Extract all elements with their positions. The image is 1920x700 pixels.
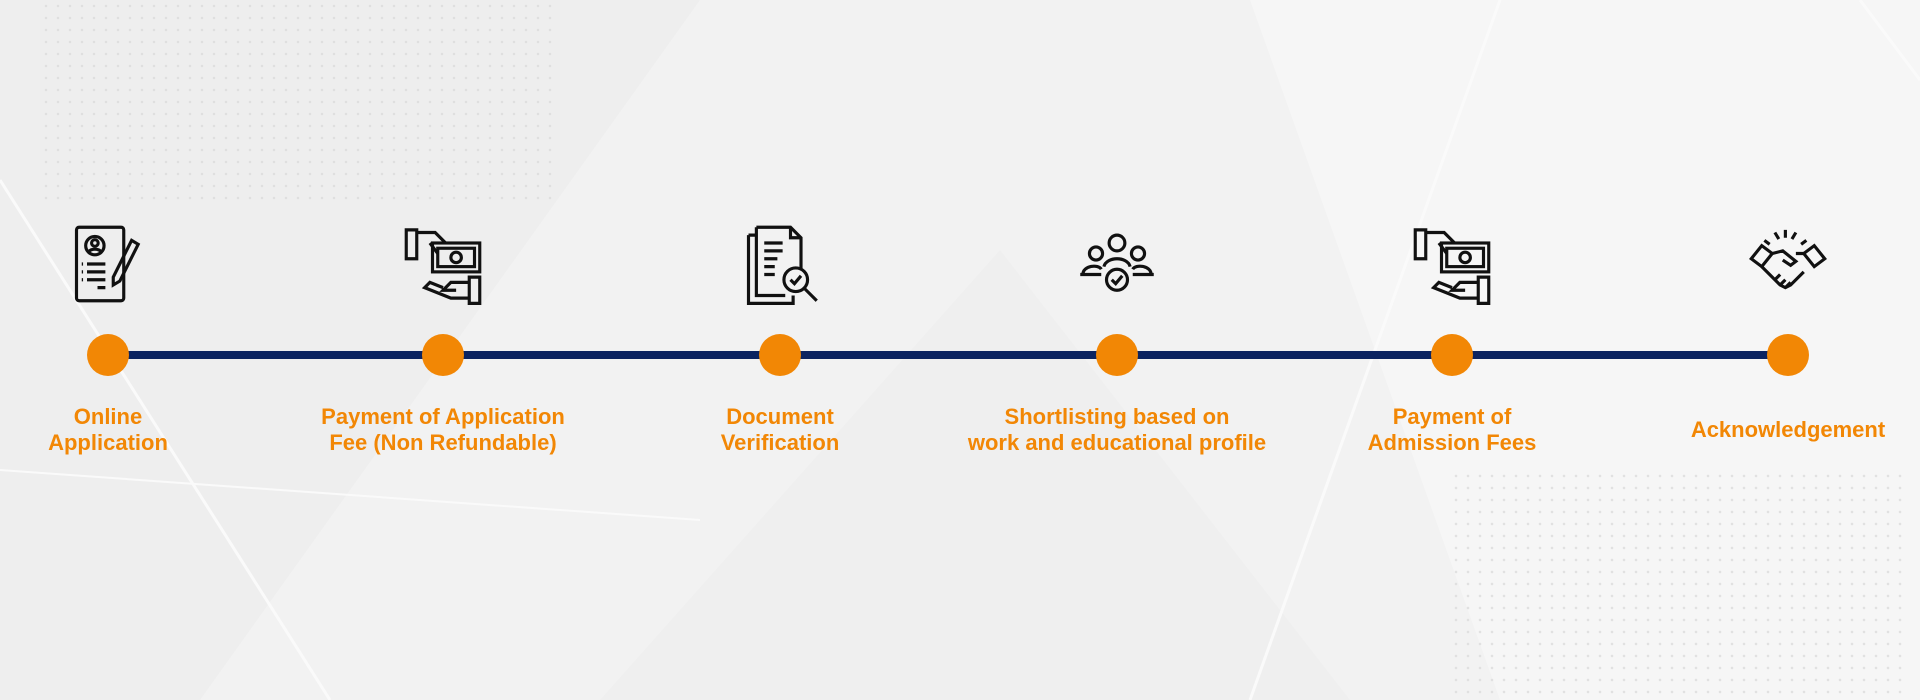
dot-pattern (40, 0, 560, 200)
timeline-dot (1767, 334, 1809, 376)
timeline-dot (759, 334, 801, 376)
group-shortlist-icon (1080, 233, 1154, 292)
step-label: Document Verification (720, 404, 840, 455)
step-label: Payment of Application Fee (Non Refundab… (321, 404, 565, 455)
step-label: Shortlisting based on work and education… (967, 404, 1267, 455)
step-label: Payment of Admission Fees (1367, 404, 1537, 455)
document-verification-icon (746, 225, 818, 305)
timeline-dot (87, 334, 129, 376)
timeline-line (108, 351, 1788, 359)
money-payment-icon (1413, 228, 1491, 305)
step-label: Acknowledgement (1690, 417, 1886, 442)
dot-pattern (1450, 470, 1910, 700)
application-form-icon (74, 225, 141, 303)
timeline-dot (1096, 334, 1138, 376)
handshake-icon (1749, 229, 1827, 290)
step-label: Online Application (48, 404, 168, 455)
timeline-dot (1431, 334, 1473, 376)
money-payment-icon (404, 228, 482, 305)
timeline-dot (422, 334, 464, 376)
